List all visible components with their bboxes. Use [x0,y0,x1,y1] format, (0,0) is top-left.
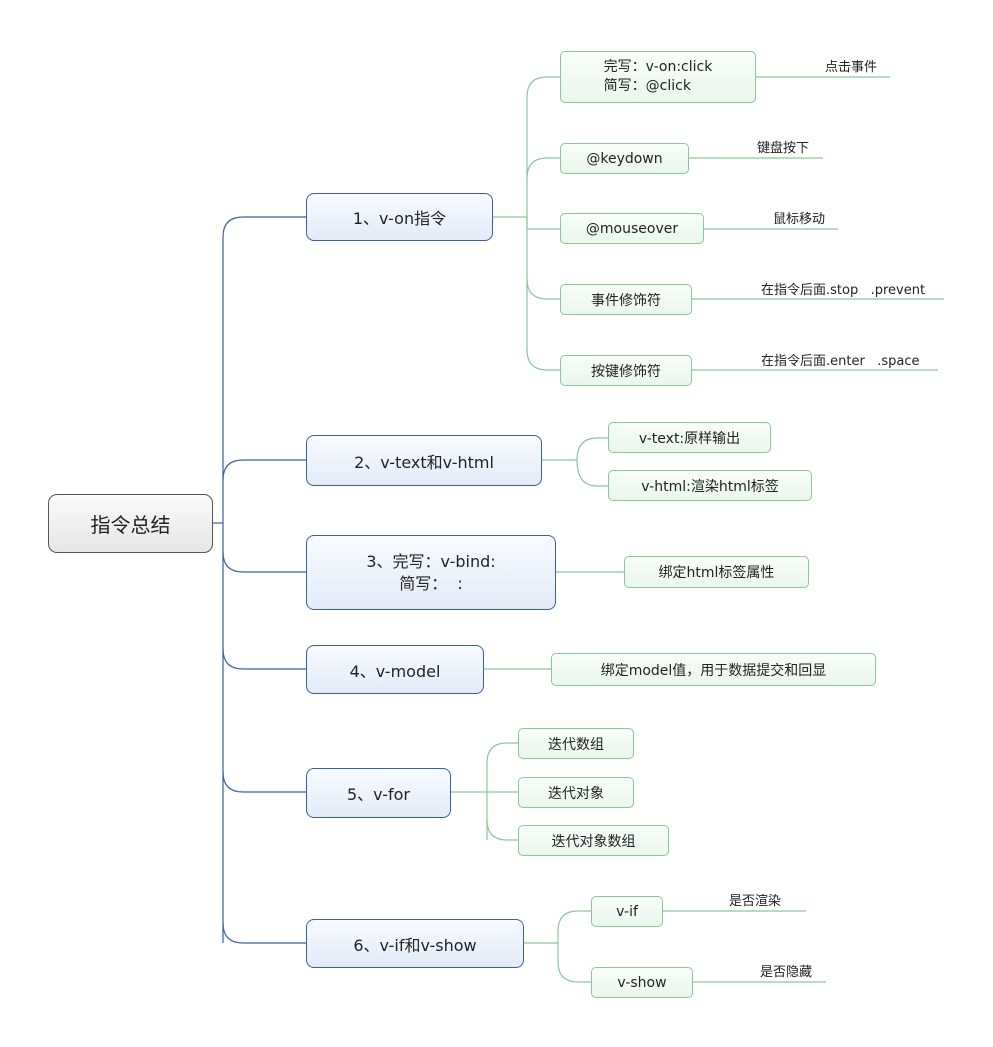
child-line: 简写：@click [603,78,691,94]
branch-v-bind[interactable]: 3、完写：v-bind: 简写： : [306,535,556,610]
root-label: 指令总结 [90,513,171,537]
branch-label: 1、v-on指令 [352,209,447,228]
child-label: v-html:渲染html标签 [641,478,779,495]
child-event-modifier[interactable]: 事件修饰符 [560,284,692,315]
child-v-on-click[interactable]: 完写：v-on:click 简写：@click [560,51,756,103]
child-label: @mouseover [585,220,679,237]
branch-label: 2、v-text和v-html [354,452,494,472]
child-bind-attr[interactable]: 绑定html标签属性 [624,556,809,588]
note-keydown: 键盘按下 [757,141,810,156]
root-node[interactable]: 指令总结 [48,494,213,553]
child-label: 事件修饰符 [591,292,661,309]
child-label: 迭代对象 [548,785,604,802]
child-line: 完写：v-on:click [603,59,713,75]
child-v-text[interactable]: v-text:原样输出 [608,422,771,453]
child-v-if[interactable]: v-if [591,896,663,927]
note-v-if: 是否渲染 [729,894,782,909]
child-key-modifier[interactable]: 按键修饰符 [560,355,692,386]
branch-label: 6、v-if和v-show [353,935,477,955]
child-bind-model[interactable]: 绑定model值，用于数据提交和回显 [551,653,876,686]
branch-v-on[interactable]: 1、v-on指令 [306,193,493,241]
note-v-show: 是否隐藏 [760,965,813,980]
child-v-show[interactable]: v-show [591,967,693,998]
child-label: 迭代数组 [548,736,604,753]
child-iterate-array[interactable]: 迭代数组 [518,728,634,759]
child-label: @keydown [586,150,663,167]
note-event-modifier: 在指令后面.stop .prevent [761,283,926,298]
branch-v-model[interactable]: 4、v-model [306,645,484,694]
child-v-html[interactable]: v-html:渲染html标签 [608,470,812,501]
branch-v-text-v-html[interactable]: 2、v-text和v-html [306,435,542,486]
child-iterate-object[interactable]: 迭代对象 [518,777,634,808]
child-label: v-text:原样输出 [638,430,741,447]
branch-label: 5、v-for [347,785,410,804]
branch-line: 简写： : [399,573,463,593]
child-keydown[interactable]: @keydown [560,143,689,174]
branch-label: 4、v-model [349,661,441,681]
child-label: 绑定html标签属性 [658,565,775,581]
child-mouseover[interactable]: @mouseover [560,213,704,244]
child-label: 按键修饰符 [591,363,661,380]
child-iterate-object-array[interactable]: 迭代对象数组 [518,825,669,856]
child-label: 绑定model值，用于数据提交和回显 [600,662,827,679]
child-label: v-if [616,903,638,920]
note-key-modifier: 在指令后面.enter .space [761,354,920,369]
child-label: v-show [617,974,667,991]
branch-v-if-v-show[interactable]: 6、v-if和v-show [306,919,524,968]
note-mouseover: 鼠标移动 [773,212,826,227]
branch-line: 3、完写：v-bind: [366,551,496,571]
note-click-event: 点击事件 [825,60,878,75]
child-label: 迭代对象数组 [551,833,636,850]
branch-v-for[interactable]: 5、v-for [306,768,451,818]
